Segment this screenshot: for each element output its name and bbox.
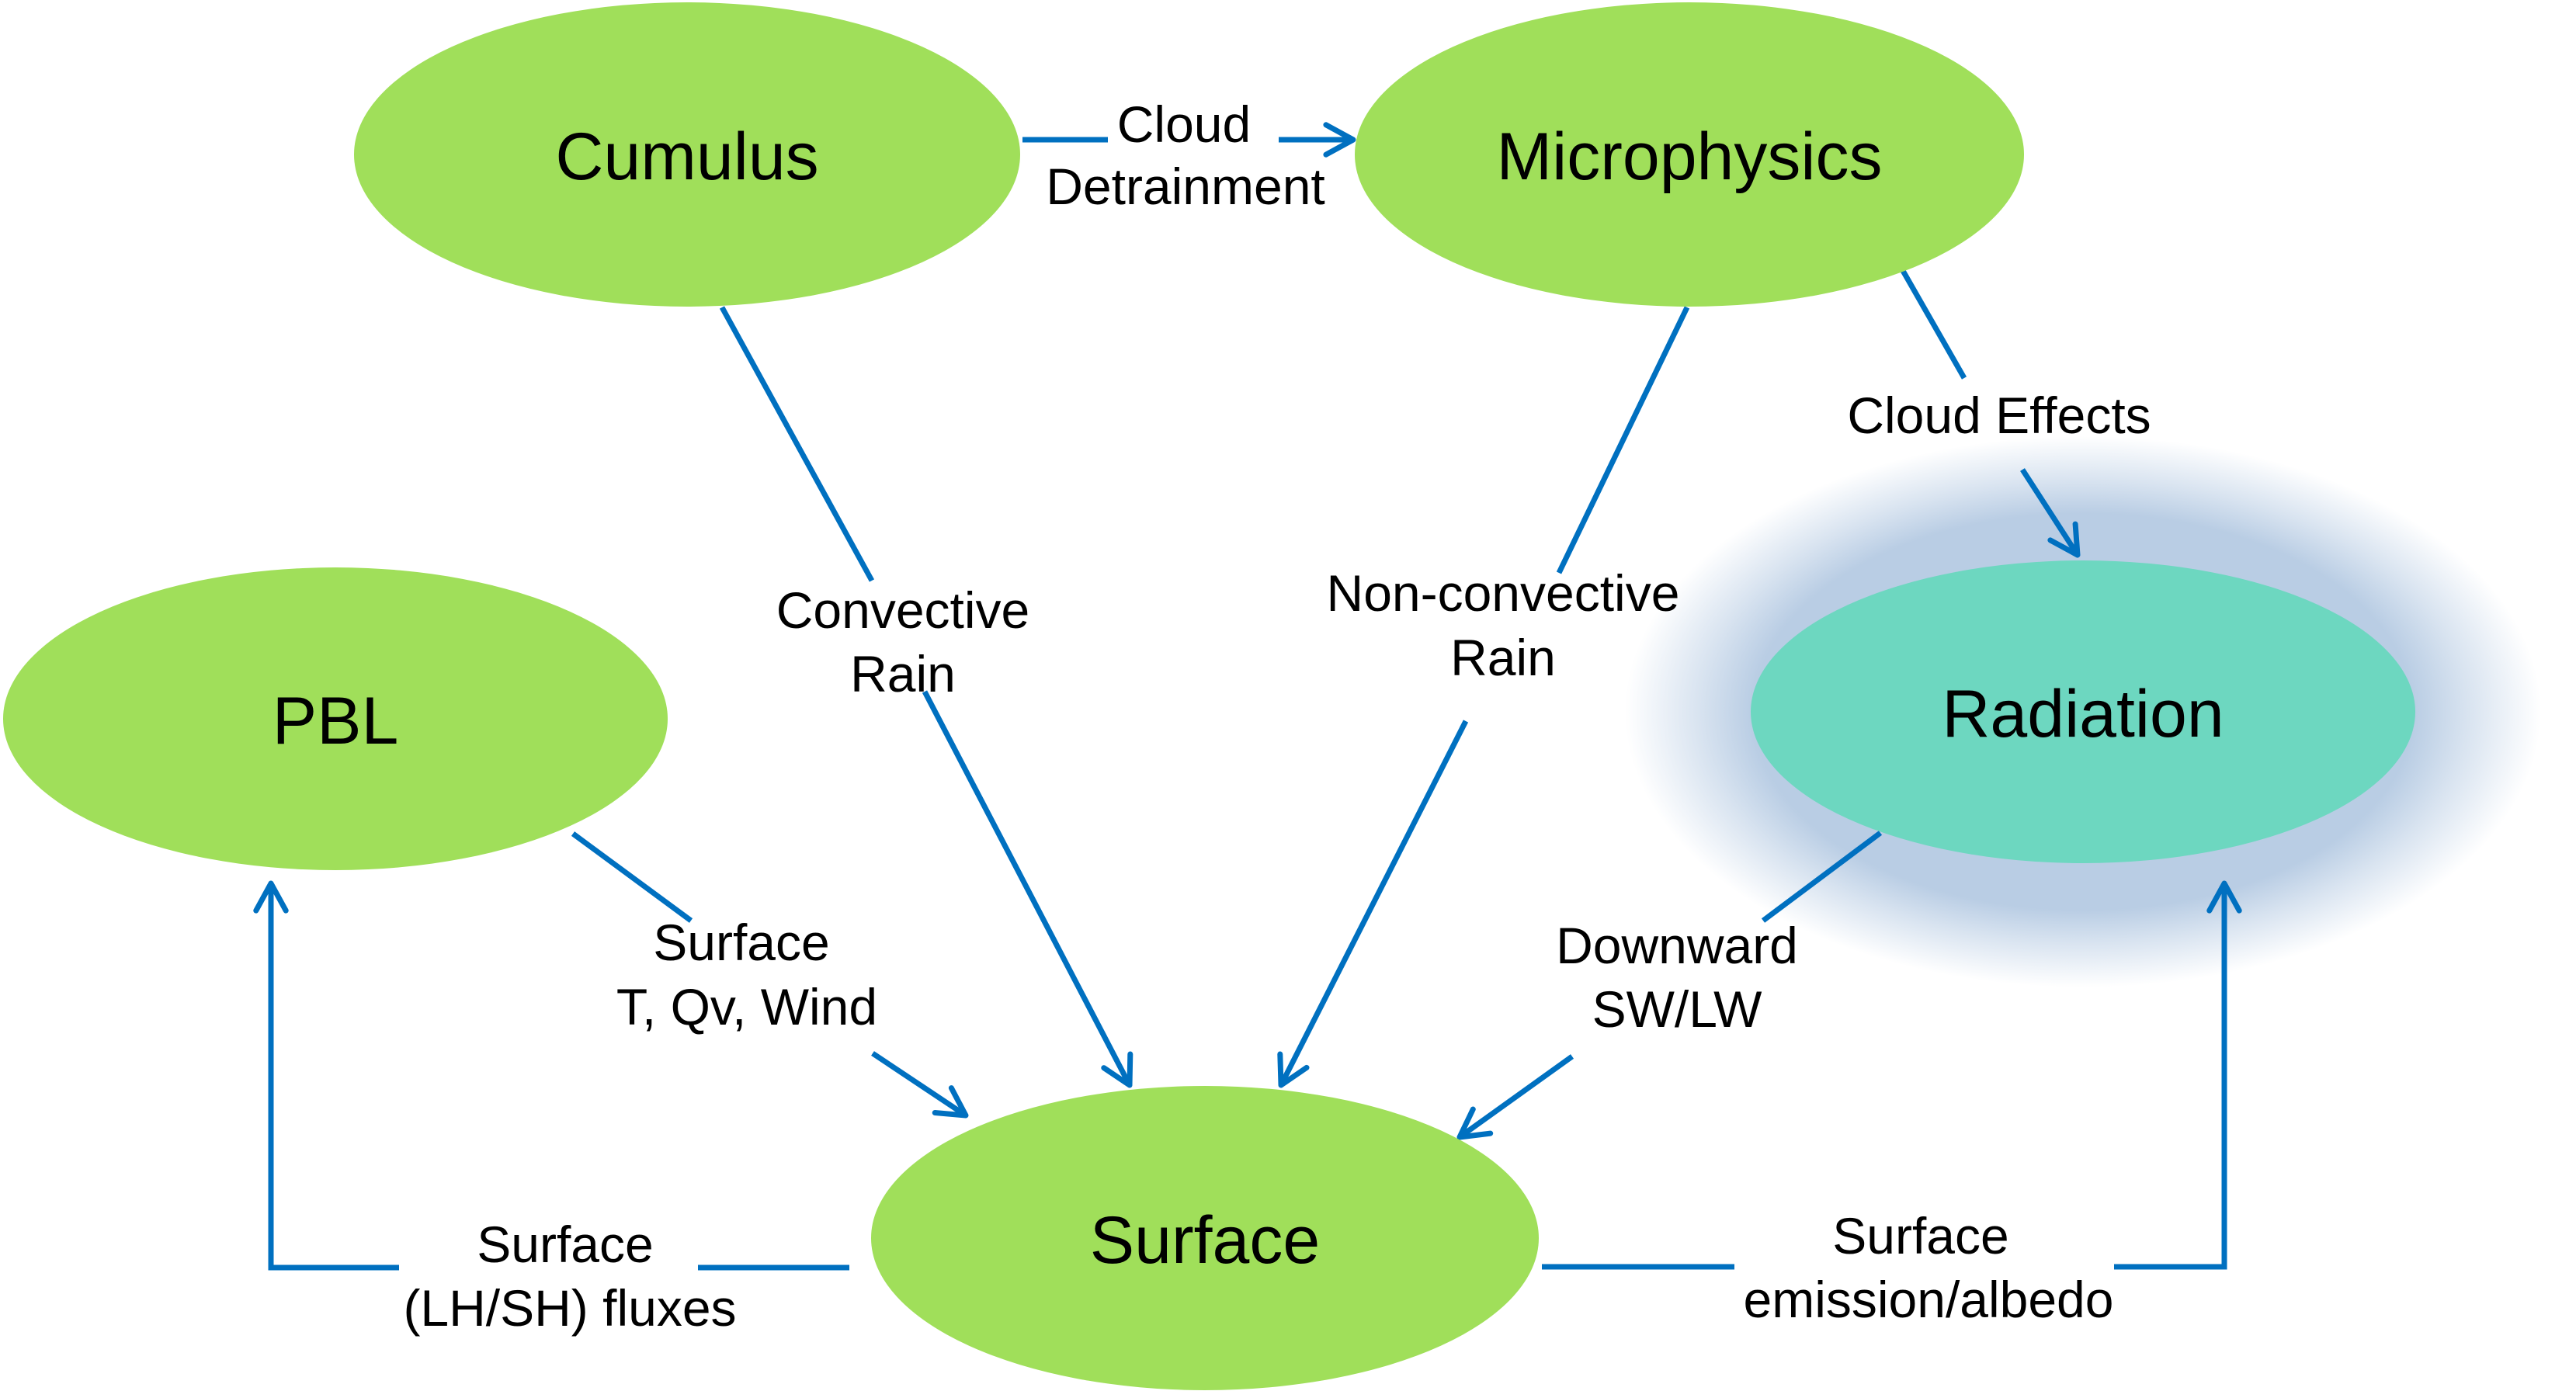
connector-line bbox=[571, 831, 693, 923]
connector-line bbox=[719, 306, 875, 582]
node-radiation-label: Radiation bbox=[1942, 677, 2224, 751]
edge-label-convective-rain: Convective Rain bbox=[776, 581, 1030, 702]
connectors bbox=[253, 122, 2242, 1271]
connector-line bbox=[1761, 831, 1883, 923]
connector-line bbox=[1556, 306, 1690, 574]
node-radiation-shape[interactable] bbox=[1751, 560, 2415, 863]
edge-label-surface-emission-albedo: Surface emission/albedo bbox=[1744, 1207, 2114, 1328]
edge-cloud-effects bbox=[1899, 268, 2081, 558]
edge-label-line: T, Qv, Wind bbox=[616, 978, 877, 1035]
node-cumulus-shape[interactable] bbox=[354, 2, 1020, 307]
edge-label-line: Rain bbox=[850, 645, 956, 702]
edge-label-line: (LH/SH) fluxes bbox=[403, 1279, 736, 1337]
connector-line bbox=[871, 1051, 967, 1118]
connector-line bbox=[922, 690, 1133, 1087]
edge-label-line: Detrainment bbox=[1046, 158, 1325, 215]
arrowhead-icon bbox=[932, 1085, 969, 1119]
edge-label-line: Downward bbox=[1556, 917, 1798, 974]
node-cumulus[interactable]: Cumulus bbox=[354, 2, 1020, 307]
edge-surface-t-qv-wind bbox=[571, 831, 969, 1119]
arrowhead-icon bbox=[1323, 122, 1356, 158]
edge-label-line: Surface bbox=[653, 914, 829, 971]
edge-label-line: Cloud bbox=[1117, 95, 1251, 153]
edge-cloud-detrainment bbox=[1022, 122, 1356, 158]
arrowhead-icon bbox=[2047, 521, 2081, 558]
connector-line bbox=[1457, 1054, 1574, 1140]
node-surface-label: Surface bbox=[1090, 1203, 1320, 1278]
edge-downward-sw-lw bbox=[1456, 831, 1883, 1140]
edge-convective-rain bbox=[719, 306, 1134, 1088]
edge-label-surface-t-qv-wind: Surface T, Qv, Wind bbox=[616, 914, 877, 1035]
arrowhead-icon bbox=[1456, 1106, 1494, 1140]
connector-line bbox=[268, 883, 399, 1271]
node-microphysics-shape[interactable] bbox=[1355, 2, 2024, 307]
connector-line bbox=[1278, 720, 1469, 1087]
node-pbl-shape[interactable] bbox=[3, 567, 668, 870]
connector-line bbox=[1899, 268, 1967, 380]
edge-non-convective-rain bbox=[1277, 306, 1690, 1088]
edge-label-cloud-effects: Cloud Effects bbox=[1847, 387, 2151, 444]
edge-surface-fluxes bbox=[253, 880, 849, 1271]
node-microphysics[interactable]: Microphysics bbox=[1355, 2, 2024, 307]
edge-label-line: Non-convective bbox=[1327, 564, 1680, 622]
edge-label-line: Cloud Effects bbox=[1847, 387, 2151, 444]
edge-label-downward-sw-lw: Downward SW/LW bbox=[1556, 917, 1798, 1038]
arrowhead-icon bbox=[2206, 880, 2242, 914]
connector-line bbox=[2114, 883, 2227, 1270]
edge-label-line: Rain bbox=[1450, 629, 1556, 686]
edge-label-line: SW/LW bbox=[1592, 980, 1762, 1038]
arrowhead-icon bbox=[253, 880, 289, 914]
node-surface-shape[interactable] bbox=[871, 1086, 1539, 1390]
edge-label-line: Surface bbox=[1832, 1207, 2008, 1264]
edge-label-surface-fluxes: Surface (LH/SH) fluxes bbox=[403, 1216, 736, 1337]
edge-label-cloud-detrainment: Cloud Detrainment bbox=[1046, 95, 1325, 215]
edge-label-line: emission/albedo bbox=[1744, 1271, 2114, 1328]
node-pbl-label: PBL bbox=[273, 684, 399, 758]
arrowhead-icon bbox=[1101, 1051, 1134, 1088]
edge-surface-emission-albedo bbox=[1542, 880, 2242, 1270]
edge-label-line: Convective bbox=[776, 581, 1030, 639]
edge-label-non-convective-rain: Non-convective Rain bbox=[1327, 564, 1680, 686]
node-cumulus-label: Cumulus bbox=[555, 120, 818, 194]
arrowhead-icon bbox=[1277, 1051, 1310, 1088]
node-microphysics-label: Microphysics bbox=[1497, 120, 1883, 194]
node-radiation[interactable]: Radiation bbox=[1751, 560, 2415, 863]
edge-label-line: Surface bbox=[477, 1216, 653, 1273]
node-surface[interactable]: Surface bbox=[871, 1086, 1539, 1390]
node-pbl[interactable]: PBL bbox=[3, 567, 668, 870]
connector-line bbox=[2020, 468, 2080, 557]
